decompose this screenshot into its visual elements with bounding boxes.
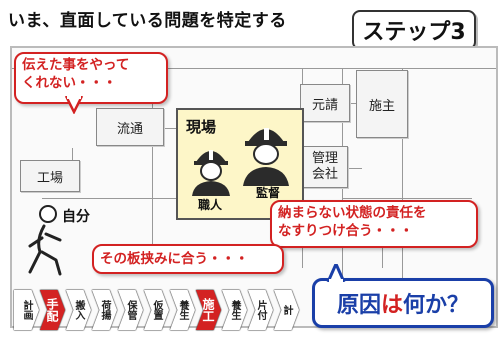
- cause-particle: は: [380, 293, 403, 318]
- process-step-5: 仮置: [144, 290, 169, 330]
- process-step-2: 搬入: [66, 290, 91, 330]
- process-step-1: 手配: [40, 290, 65, 330]
- self-label: 自分: [62, 209, 90, 225]
- cause-box-tail-icon: [326, 264, 346, 282]
- connector-line: [152, 68, 153, 268]
- connector-line: [342, 198, 472, 199]
- walking-person-icon: [28, 205, 62, 276]
- worker-kantoku-label: 監督: [256, 186, 281, 200]
- process-step-9: 片付: [248, 290, 273, 330]
- process-step-3: 荷揚: [92, 290, 117, 330]
- process-step-6: 養生: [170, 290, 195, 330]
- connector-line: [42, 198, 192, 199]
- bubble-not-following-instructions: 伝えた事をやって くれない・・・: [14, 52, 168, 104]
- node-kanri-kaisha: 管理 会社: [302, 146, 348, 188]
- node-kojo: 工場: [20, 160, 80, 192]
- worker-helmet-icon: [192, 150, 230, 196]
- bubble-blaming-each-other: 納まらない状態の責任を なすりつけ合う・・・: [270, 200, 478, 248]
- process-step-4: 保管: [118, 290, 143, 330]
- connector-line: [402, 68, 403, 278]
- process-step-8: 養生: [222, 290, 247, 330]
- genba-label: 現場: [186, 118, 217, 136]
- node-seshu: 施主: [356, 70, 408, 138]
- worker-shokunin-label: 職人: [198, 198, 223, 212]
- cause-word: 原因: [336, 293, 381, 318]
- node-motouke: 元請: [300, 84, 350, 122]
- supervisor-helmet-icon: [243, 128, 289, 186]
- page-title: いま、直面している問題を特定する: [8, 11, 287, 31]
- node-ryutsu: 流通: [96, 108, 164, 146]
- cause-question: 何か？: [403, 293, 470, 318]
- process-steps: 計画手配搬入荷揚保管仮置養生施工養生片付計: [14, 290, 299, 330]
- bubble-caught-in-between: その板挟みに合う・・・: [92, 244, 284, 274]
- cause-question-box: 原因は何か？: [312, 278, 494, 328]
- process-step-7: 施工: [196, 290, 221, 330]
- process-step-10: 計: [274, 290, 299, 330]
- step-badge: ステップ3: [352, 10, 476, 50]
- process-step-0: 計画: [14, 290, 39, 330]
- bubble-tail-icon: [64, 96, 84, 114]
- connector-line: [12, 68, 496, 69]
